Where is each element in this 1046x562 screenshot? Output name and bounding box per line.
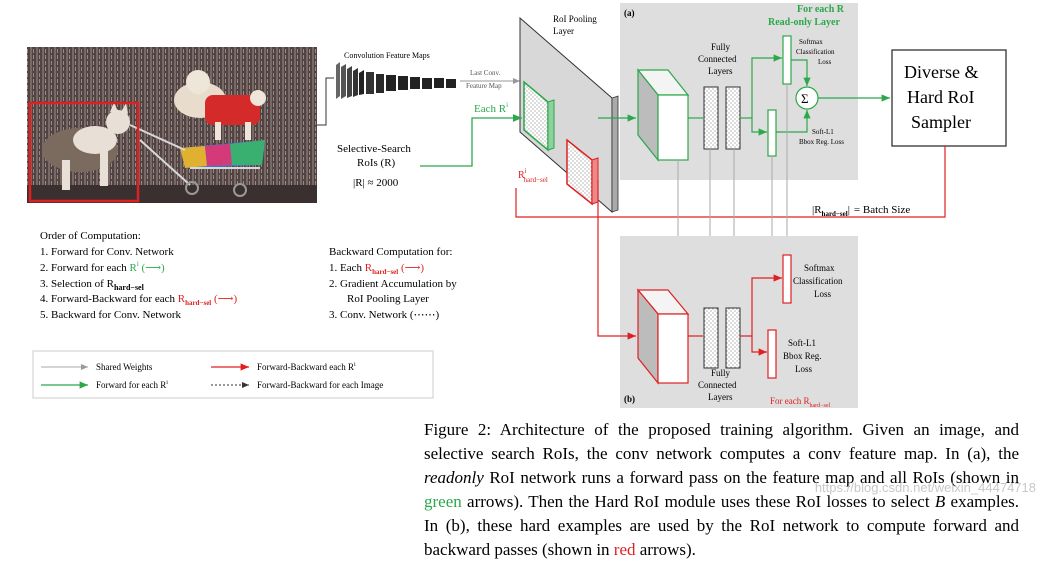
svg-text:Diverse &: Diverse & — [904, 62, 978, 82]
legend: Shared Weights Forward for each Ri Forwa… — [32, 350, 434, 399]
svg-text:Layers: Layers — [708, 392, 733, 402]
svg-text:1. Forward for Conv. Network: 1. Forward for Conv. Network — [40, 246, 174, 258]
roi-net-cube-b — [636, 288, 690, 385]
softmax-bar-b — [782, 254, 792, 304]
svg-text:1. Each Rhard−sel (⟶): 1. Each Rhard−sel (⟶) — [329, 262, 424, 276]
roi-net-cube-a — [636, 68, 690, 162]
conv-stack — [336, 62, 456, 99]
conv-feature-maps: Convolution Feature Maps Last Conv. Feat… — [336, 51, 520, 99]
fc-layers-a: Fully Connected Layers — [698, 42, 741, 150]
svg-text:Loss: Loss — [814, 289, 832, 299]
svg-text:Read-only Layer: Read-only Layer — [768, 17, 841, 28]
svg-text:2. Forward for each Ri (⟶): 2. Forward for each Ri (⟶) — [40, 260, 165, 274]
panel-b: (b) Fully Connected Layers Softmax Class… — [597, 180, 858, 409]
softmax-bar-a — [782, 35, 792, 85]
svg-text:Loss: Loss — [795, 364, 813, 374]
watermark-text: https://blog.csdn.net/weixin_44474718 — [814, 480, 1036, 495]
svg-text:Soft-L1: Soft-L1 — [788, 338, 816, 348]
svg-text:Σ: Σ — [801, 91, 809, 106]
dog-figure — [174, 70, 266, 140]
hard-roi-sampler: Diverse & Hard RoI Sampler — [891, 49, 1007, 147]
batch-size-label: |Rhard−sel|= Batch Size — [812, 204, 910, 218]
svg-text:Sampler: Sampler — [911, 112, 971, 132]
svg-text:Softmax: Softmax — [799, 38, 823, 46]
svg-text:Fully: Fully — [711, 42, 731, 52]
svg-text:Connected: Connected — [698, 54, 737, 64]
svg-text:Backward Computation for:: Backward Computation for: — [329, 246, 452, 258]
svg-text:Hard RoI: Hard RoI — [907, 87, 974, 107]
svg-text:Softmax: Softmax — [804, 263, 835, 273]
svg-text:Convolution Feature Maps: Convolution Feature Maps — [344, 51, 430, 60]
svg-text:Soft-L1: Soft-L1 — [812, 128, 834, 136]
svg-text:Classification: Classification — [796, 48, 835, 56]
legend-shared: Shared Weights — [96, 362, 153, 372]
legend-fwdbwd-each: Forward-Backward each Ri — [257, 362, 356, 372]
fc-layers-b: Fully Connected Layers — [698, 307, 741, 402]
backward-computation: Backward Computation for: 1. Each Rhard−… — [329, 246, 457, 321]
svg-text:(b): (b) — [624, 394, 635, 404]
roi-pooling-layer: RoI Pooling Layer — [519, 14, 619, 214]
svg-text:Layer: Layer — [553, 26, 574, 36]
selective-search-label: Selective-Search RoIs (R) |R| ≈ 2000 — [337, 143, 411, 189]
svg-text:Bbox Reg. Loss: Bbox Reg. Loss — [799, 138, 844, 146]
svg-text:Loss: Loss — [818, 58, 832, 66]
svg-text:Layers: Layers — [708, 66, 733, 76]
svg-text:Feature Map: Feature Map — [466, 82, 502, 90]
input-image — [27, 47, 317, 203]
svg-text:3. Conv. Network (⋯⋯): 3. Conv. Network (⋯⋯) — [329, 309, 440, 321]
smoothl1-bar-b — [767, 329, 777, 379]
roi-bounding-box — [28, 101, 140, 203]
for-each-rhard-label: For each Rhard−sel — [770, 396, 831, 409]
svg-text:Bbox Reg.: Bbox Reg. — [783, 351, 822, 361]
svg-text:Order of Computation:: Order of Computation: — [40, 230, 141, 242]
svg-text:RoI Pooling Layer: RoI Pooling Layer — [347, 293, 429, 305]
svg-text:5. Backward for Conv. Network: 5. Backward for Conv. Network — [40, 309, 182, 321]
svg-text:(a): (a) — [624, 8, 635, 18]
panel-a: (a) For each R Read-only Layer Fully Con… — [598, 3, 890, 180]
svg-text:Classification: Classification — [793, 276, 843, 286]
svg-text:|R| ≈ 2000: |R| ≈ 2000 — [353, 177, 399, 189]
svg-text:Connected: Connected — [698, 380, 737, 390]
smoothl1-bar-a — [767, 109, 777, 157]
svg-text:4. Forward-Backward for each: 4. Forward-Backward for each Rhard−sel (… — [40, 293, 237, 307]
each-r-arrow — [420, 114, 522, 167]
svg-text:RoI Pooling: RoI Pooling — [553, 14, 597, 24]
cat-figure — [42, 102, 130, 190]
svg-text:Fully: Fully — [711, 368, 731, 378]
svg-text:3. Selection of Rhard−sel: 3. Selection of Rhard−sel — [40, 278, 145, 292]
architecture-diagram: Convolution Feature Maps Last Conv. Feat… — [27, 3, 1007, 409]
each-r-label: Each Ri — [474, 101, 508, 115]
hard-sel-feedback-arrow — [515, 146, 946, 218]
legend-fwd-each: Forward for each Ri — [96, 380, 168, 390]
svg-text:For each R: For each R — [797, 4, 845, 15]
svg-text:Selective-Search: Selective-Search — [337, 143, 411, 155]
legend-fwdbwd-image: Forward-Backward for each Image — [257, 380, 383, 390]
order-of-computation: Order of Computation: 1. Forward for Con… — [40, 230, 237, 321]
svg-text:Last Conv.: Last Conv. — [470, 69, 501, 77]
svg-text:2. Gradient Accumulation by: 2. Gradient Accumulation by — [329, 278, 457, 290]
svg-text:RoIs (R): RoIs (R) — [357, 157, 396, 169]
